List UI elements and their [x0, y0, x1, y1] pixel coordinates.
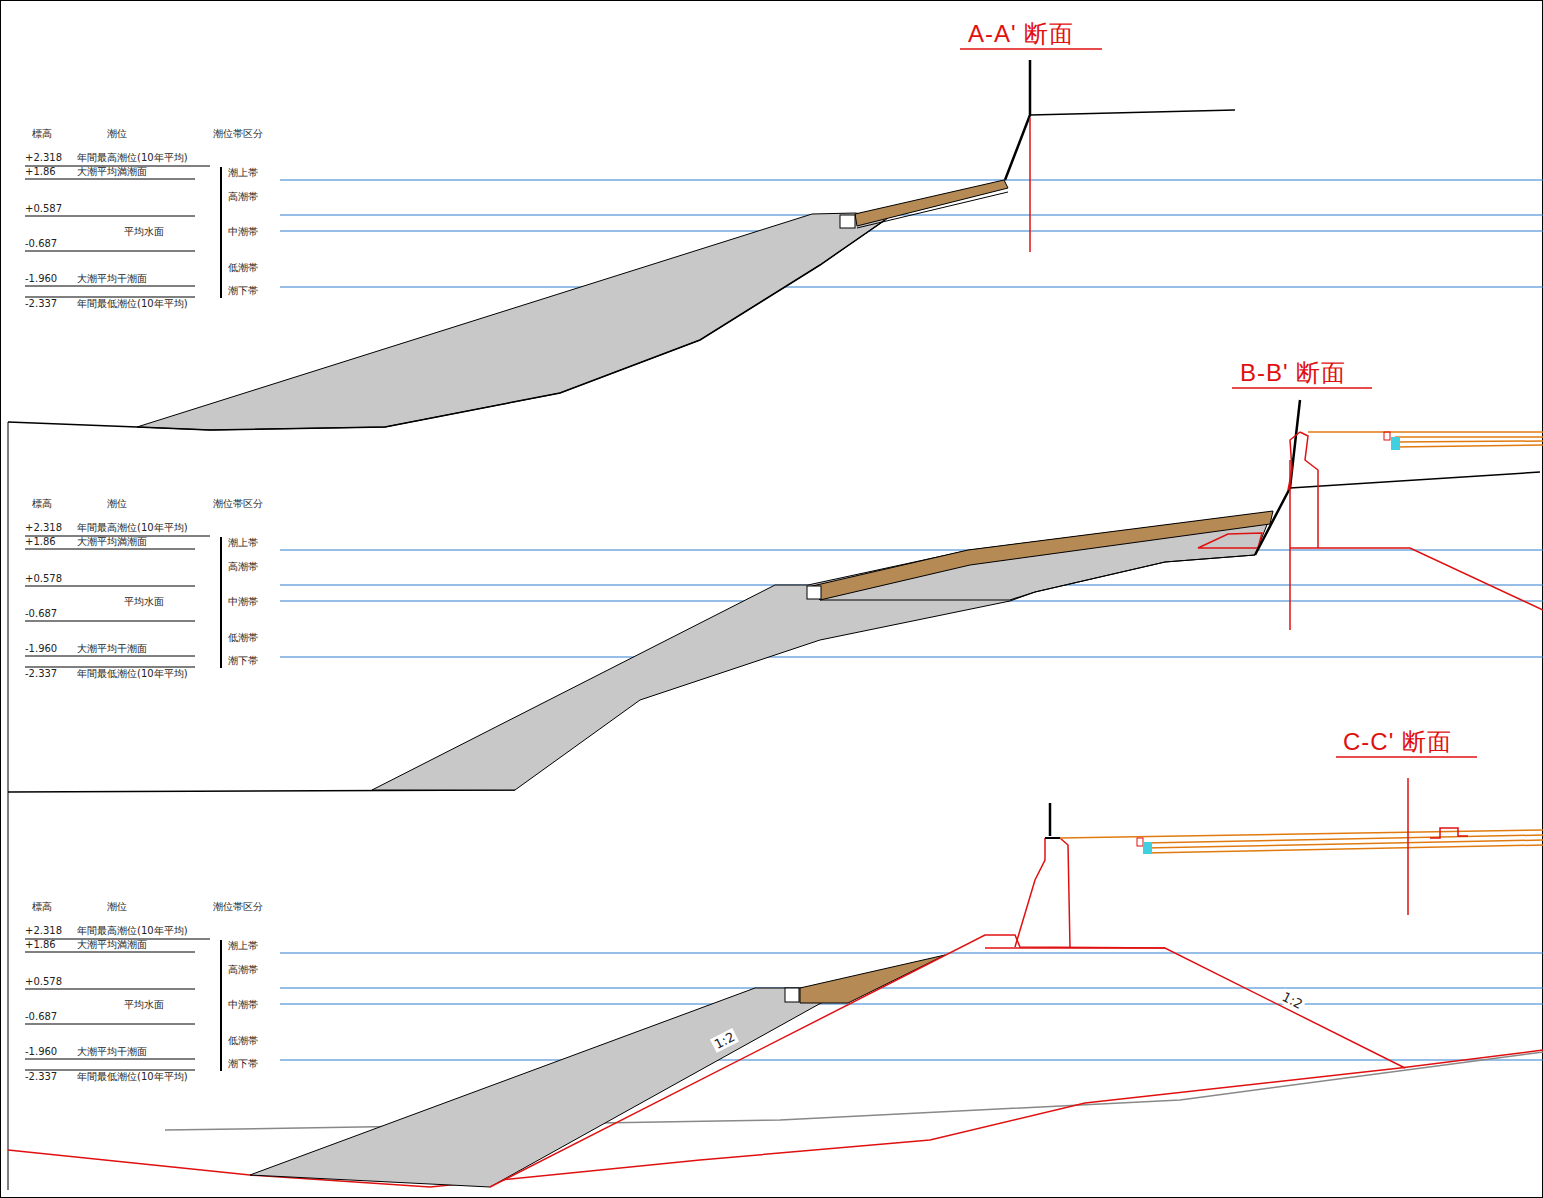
header-cell: 潮位帯区分	[213, 498, 263, 510]
header-cell: 潮位	[107, 901, 127, 913]
section-title: C-C' 断面	[1343, 728, 1452, 756]
tide-lines	[280, 180, 1543, 1060]
elevation-value: -0.687	[25, 238, 57, 250]
zone-name: 潮下帯	[228, 1058, 258, 1070]
header-cell: 標高	[32, 901, 52, 913]
tide-name: 年間最高潮位(10年平均)	[77, 152, 188, 164]
tide-name: 大潮平均満潮面	[77, 536, 147, 548]
tide-name: 平均水面	[124, 999, 164, 1011]
section-title: A-A' 断面	[968, 20, 1074, 48]
tide-name: 大潮平均満潮面	[77, 939, 147, 951]
frame-line	[8, 422, 9, 1190]
zone-name: 中潮帯	[228, 999, 258, 1011]
elevation-value: -0.687	[25, 1011, 57, 1023]
header-cell: 潮位帯区分	[213, 128, 263, 140]
elevation-value: +2.318	[25, 925, 62, 937]
header-cell: 潮位	[107, 498, 127, 510]
header-cell: 潮位	[107, 128, 127, 140]
zone-name: 潮下帯	[228, 285, 258, 297]
header-cell: 標高	[32, 498, 52, 510]
zone-name: 中潮帯	[228, 596, 258, 608]
legend-rules	[25, 166, 221, 1071]
zone-name: 高潮帯	[228, 191, 258, 203]
elevation-value: -1.960	[25, 1046, 57, 1058]
section-title: B-B' 断面	[1240, 359, 1346, 387]
elevation-value: +0.578	[25, 573, 62, 585]
zone-name: 潮下帯	[228, 655, 258, 667]
tide-name: 年間最高潮位(10年平均)	[77, 925, 188, 937]
zone-name: 中潮帯	[228, 226, 258, 238]
elevation-value: +1.86	[25, 536, 56, 548]
section-b	[372, 400, 1543, 790]
section-c	[8, 778, 1543, 1187]
header-cell: 標高	[32, 128, 52, 140]
tide-name: 平均水面	[124, 226, 164, 238]
zone-name: 高潮帯	[228, 964, 258, 976]
tide-name: 大潮平均満潮面	[77, 166, 147, 178]
elevation-value: -2.337	[25, 1071, 57, 1083]
tide-name: 年間最低潮位(10年平均)	[77, 298, 188, 310]
elevation-value: +0.587	[25, 203, 62, 215]
elevation-value: -2.337	[25, 668, 57, 680]
elevation-value: -2.337	[25, 298, 57, 310]
tide-name: 大潮平均干潮面	[77, 643, 147, 655]
zone-name: 潮上帯	[228, 940, 258, 952]
elevation-value: +2.318	[25, 522, 62, 534]
zone-name: 高潮帯	[228, 561, 258, 573]
zone-name: 潮上帯	[228, 537, 258, 549]
tide-name: 年間最高潮位(10年平均)	[77, 522, 188, 534]
elevation-value: +1.86	[25, 939, 56, 951]
header-cell: 潮位帯区分	[213, 901, 263, 913]
zone-name: 低潮帯	[228, 262, 258, 274]
zone-name: 低潮帯	[228, 632, 258, 644]
zone-name: 低潮帯	[228, 1035, 258, 1047]
elevation-value: -1.960	[25, 273, 57, 285]
title-underline	[960, 49, 1477, 757]
tide-name: 大潮平均干潮面	[77, 273, 147, 285]
section-a	[8, 60, 1235, 430]
elevation-value: -1.960	[25, 643, 57, 655]
tide-name: 平均水面	[124, 596, 164, 608]
zone-name: 潮上帯	[228, 167, 258, 179]
elevation-value: +0.578	[25, 976, 62, 988]
elevation-value: +2.318	[25, 152, 62, 164]
tide-name: 年間最低潮位(10年平均)	[77, 668, 188, 680]
elevation-value: -0.687	[25, 608, 57, 620]
tide-name: 大潮平均干潮面	[77, 1046, 147, 1058]
tide-name: 年間最低潮位(10年平均)	[77, 1071, 188, 1083]
slope-ratio: 1:2	[1278, 988, 1307, 1013]
elevation-value: +1.86	[25, 166, 56, 178]
